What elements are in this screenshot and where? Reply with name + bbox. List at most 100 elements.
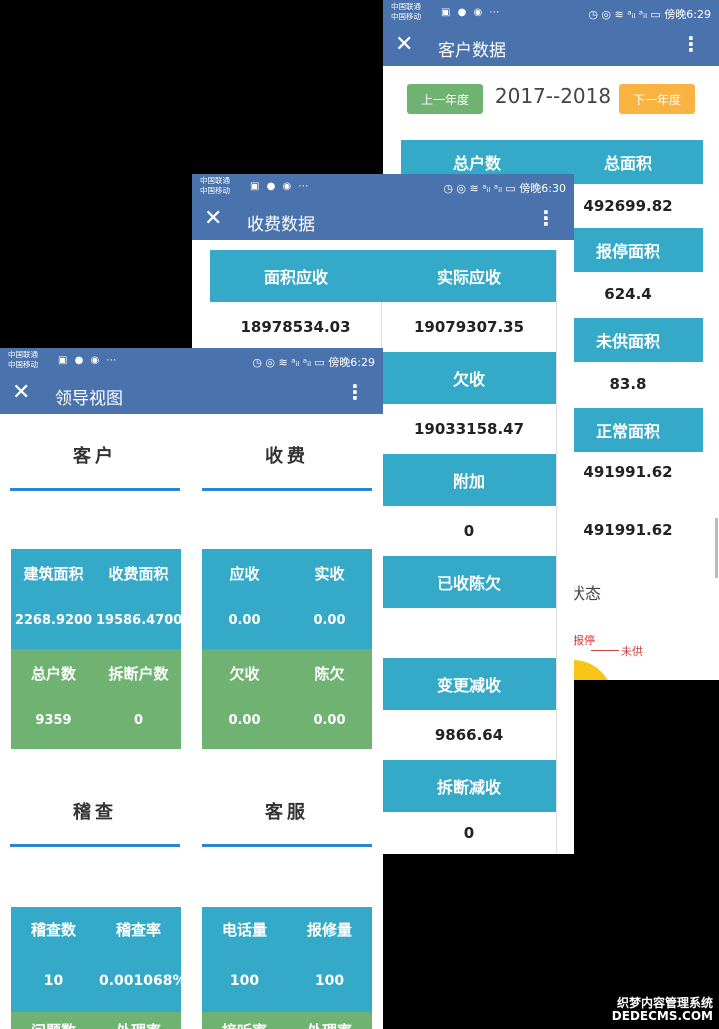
building-area-label: 建筑面积 xyxy=(23,565,84,583)
area-receivable-header: 面积应收 xyxy=(210,250,382,302)
repairs-value: 100 xyxy=(314,973,345,989)
actual-receivable-value: 19079307.35 xyxy=(382,302,556,352)
repairs-label: 报修量 xyxy=(306,921,352,939)
arrears-value: 0.00 xyxy=(228,713,261,728)
page-title: 收费数据 xyxy=(247,215,315,235)
pie-leader-line xyxy=(591,650,619,651)
section-customer-title: 客户 xyxy=(73,446,117,467)
total-area-value: 492699.82 xyxy=(553,184,703,228)
section-underline xyxy=(202,844,372,847)
prev-year-button[interactable]: 上一年度 xyxy=(407,84,483,114)
status-right: ◷ ◎ ≋ ᵃᵢₗ ᵃᵢₗ ▭ 傍晚6:29 xyxy=(252,356,375,369)
received-value: 0.00 xyxy=(313,613,346,628)
section-underline xyxy=(10,488,180,491)
page-title: 领导视图 xyxy=(55,389,123,409)
households-value: 9359 xyxy=(35,713,72,728)
section-fee-title: 收费 xyxy=(265,446,309,467)
close-icon[interactable]: ✕ xyxy=(204,206,223,231)
page-title: 客户数据 xyxy=(438,41,506,61)
notification-icons: ▣ ● ◉ ⋯ xyxy=(250,181,311,192)
arrears-label: 欠收 xyxy=(229,665,260,683)
scrollbar[interactable] xyxy=(715,518,718,578)
disconnect-label: 拆断户数 xyxy=(108,665,169,683)
area-header: 总面积 xyxy=(553,140,703,184)
more-icon[interactable]: ⋮ xyxy=(536,206,556,230)
fee-receivable-tile[interactable]: 应收 实收 0.00 0.00 xyxy=(202,549,372,649)
arrears-value: 19033158.47 xyxy=(382,404,556,454)
stop-area-value: 624.4 xyxy=(553,272,703,316)
year-label: 2017--2018 xyxy=(494,84,612,108)
close-icon[interactable]: ✕ xyxy=(395,32,414,57)
audit-problem-tile[interactable]: 问题数 处理率 xyxy=(11,1012,181,1029)
watermark-line-2: DEDECMS.COM xyxy=(611,1009,713,1023)
audit-tile[interactable]: 稽查数 稽查率 10 0.001068% xyxy=(11,907,181,1012)
status-right: ◷ ◎ ≋ ᵃᵢₗ ᵃᵢₗ ▭ 傍晚6:29 xyxy=(588,8,711,21)
section-service-title: 客服 xyxy=(265,802,309,823)
service-tile[interactable]: 电话量 报修量 100 100 xyxy=(202,907,372,1012)
change-reduce-value: 9866.64 xyxy=(382,710,556,760)
carrier-label-2: 中国移动 xyxy=(200,186,230,195)
calls-value: 100 xyxy=(229,973,260,989)
section-audit-title: 稽查 xyxy=(73,802,117,823)
stop-area-header: 报停面积 xyxy=(553,228,703,272)
status-right: ◷ ◎ ≋ ᵃᵢₗ ᵃᵢₗ ▭ 傍晚6:30 xyxy=(443,182,566,195)
handle-rate2-label: 处理率 xyxy=(287,1020,372,1029)
next-year-button[interactable]: 下一年度 xyxy=(619,84,695,114)
carrier-label: 中国联通 xyxy=(391,2,421,11)
unsupplied-value: 83.8 xyxy=(553,362,703,406)
audit-rate-value: 0.001068% xyxy=(99,973,181,989)
receivable-value: 0.00 xyxy=(228,613,261,628)
fee-area-label: 收费面积 xyxy=(108,565,169,583)
extra-value: 0 xyxy=(382,506,556,556)
disconnect-reduce-value: 0 xyxy=(382,812,556,854)
collected-old-value xyxy=(382,608,556,658)
status-bar: 中国联通中国移动 ▣ ● ◉ ⋯ ◷ ◎ ≋ ᵃᵢₗ ᵃᵢₗ ▭ 傍晚6:30 xyxy=(192,174,574,200)
notification-icons: ▣ ● ◉ ⋯ xyxy=(441,7,502,18)
app-bar: ✕ 领导视图 ⋮ xyxy=(0,374,383,414)
extra-area-value: 491991.62 xyxy=(553,510,703,550)
building-area-value: 2268.9200 xyxy=(14,613,93,628)
watermark-line-1: 织梦内容管理系统 xyxy=(616,996,713,1010)
calls-label: 电话量 xyxy=(221,921,267,939)
old-arrears-label: 陈欠 xyxy=(314,665,345,683)
receivable-label: 应收 xyxy=(229,565,260,583)
accept-rate-label: 接听率 xyxy=(202,1020,287,1029)
more-icon[interactable]: ⋮ xyxy=(681,32,701,56)
divider xyxy=(556,250,557,854)
pie-label-unsupplied: 未供 xyxy=(621,645,643,658)
unsupplied-header: 未供面积 xyxy=(553,318,703,362)
app-bar: ✕ 收费数据 ⋮ xyxy=(192,200,574,240)
change-reduce-header: 变更减收 xyxy=(382,658,556,710)
status-bar: 中国联通中国移动 ▣ ● ◉ ⋯ ◷ ◎ ≋ ᵃᵢₗ ᵃᵢₗ ▭ 傍晚6:29 xyxy=(383,0,719,26)
customer-area-tile[interactable]: 建筑面积 收费面积 2268.9200 19586.4700 xyxy=(11,549,181,649)
status-section-title: 状态 xyxy=(569,584,602,603)
audit-count-value: 10 xyxy=(43,973,64,989)
audit-count-label: 稽查数 xyxy=(30,921,76,939)
fee-area-value: 19586.4700 xyxy=(96,613,181,628)
watermark: 织梦内容管理系统 DEDECMS.COM xyxy=(612,997,713,1023)
customer-count-tile[interactable]: 总户数 拆断户数 9359 0 xyxy=(11,649,181,749)
disconnect-value: 0 xyxy=(133,713,144,728)
problems-label: 问题数 xyxy=(11,1020,96,1029)
carrier-label-2: 中国移动 xyxy=(391,12,421,21)
status-bar: 中国联通中国移动 ▣ ● ◉ ⋯ ◷ ◎ ≋ ᵃᵢₗ ᵃᵢₗ ▭ 傍晚6:29 xyxy=(0,348,383,374)
area-receivable-value: 18978534.03 xyxy=(210,302,382,352)
fee-arrears-tile[interactable]: 欠收 陈欠 0.00 0.00 xyxy=(202,649,372,749)
close-icon[interactable]: ✕ xyxy=(12,380,31,405)
audit-rate-label: 稽查率 xyxy=(115,921,161,939)
leader-view-screen: 中国联通中国移动 ▣ ● ◉ ⋯ ◷ ◎ ≋ ᵃᵢₗ ᵃᵢₗ ▭ 傍晚6:29 … xyxy=(0,348,383,1029)
app-bar: ✕ 客户数据 ⋮ xyxy=(383,26,719,66)
notification-icons: ▣ ● ◉ ⋯ xyxy=(58,355,119,366)
disconnect-reduce-header: 拆断减收 xyxy=(382,760,556,812)
households-label: 总户数 xyxy=(30,665,76,683)
collected-old-header: 已收陈欠 xyxy=(382,556,556,608)
normal-area-header: 正常面积 xyxy=(553,408,703,452)
service-rate-tile[interactable]: 接听率 处理率 xyxy=(202,1012,372,1029)
extra-header: 附加 xyxy=(382,454,556,506)
more-icon[interactable]: ⋮ xyxy=(345,380,365,404)
section-underline xyxy=(202,488,372,491)
carrier-label: 中国联通 xyxy=(8,350,38,359)
actual-receivable-header: 实际应收 xyxy=(382,250,556,302)
handle-rate-label: 处理率 xyxy=(96,1020,181,1029)
section-underline xyxy=(10,844,180,847)
